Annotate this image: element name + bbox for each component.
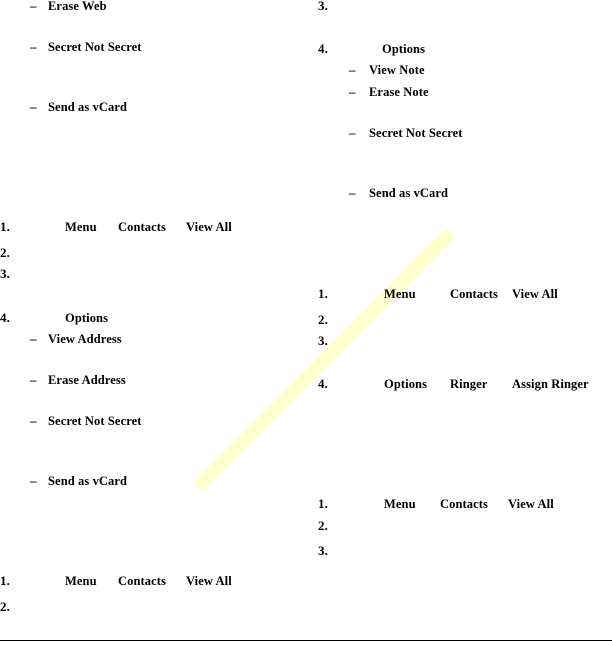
right-step-one-menu-token[interactable]: Options — [382, 42, 426, 56]
left-step-two-menu-token[interactable]: Contacts — [118, 574, 167, 588]
right-step-two-menu-token[interactable]: Menu — [384, 287, 416, 301]
right-step-two-menu-token[interactable]: Ringer — [450, 377, 488, 391]
dash-bullet-icon: – — [30, 473, 37, 488]
right-options-bullet-item-0[interactable]: View Note — [369, 63, 425, 77]
dash-bullet-icon: – — [30, 372, 37, 387]
right-step-two-number-1: 2. — [318, 312, 328, 327]
right-step-two-number-2: 3. — [318, 333, 328, 348]
footer-divider — [0, 640, 612, 641]
right-step-two-menu-token[interactable]: Contacts — [450, 287, 499, 301]
right-step-three-number-2: 3. — [318, 543, 328, 558]
dash-bullet-icon: – — [349, 62, 356, 77]
right-options-bullet-item-3[interactable]: Send as vCard — [369, 186, 449, 200]
left-options-bullet-item-0[interactable]: View Address — [48, 332, 122, 346]
left-step-one-menu-token[interactable]: View All — [186, 220, 232, 234]
left-step-one-number-2: 3. — [0, 266, 10, 281]
right-step-three-number-0: 1. — [318, 496, 328, 511]
right-step-three-row: 2. — [0, 519, 612, 535]
dash-bullet-icon: – — [30, 0, 37, 13]
left-step-one-menu-token[interactable]: Menu — [65, 220, 97, 234]
right-step-three-menu-token[interactable]: View All — [508, 497, 554, 511]
dash-bullet-icon: – — [30, 99, 37, 114]
right-step-three-number-1: 2. — [318, 518, 328, 533]
left-options-bullet-item-3[interactable]: Send as vCard — [48, 474, 128, 488]
left-step-one-row: 3. — [0, 267, 612, 283]
left-step-one-menu-token[interactable]: Contacts — [118, 220, 167, 234]
left-options-bullet-item-1[interactable]: Erase Address — [48, 373, 126, 387]
dash-bullet-icon: – — [30, 331, 37, 346]
right-step-one-number-0: 3. — [318, 0, 328, 13]
left-options-bullet-item-2[interactable]: Secret Not Secret — [48, 414, 142, 428]
dash-bullet-icon: – — [349, 185, 356, 200]
right-step-one-row: 3. — [0, 0, 612, 15]
right-step-two-row: 1. Menu Contacts View All — [0, 287, 612, 303]
dash-bullet-icon: – — [349, 125, 356, 140]
left-step-one-number-0: 1. — [0, 219, 10, 234]
right-step-two-number-0: 1. — [318, 286, 328, 301]
left-step-one-row: 2. — [0, 246, 612, 262]
right-step-two-menu-token[interactable]: Assign Ringer — [512, 377, 589, 391]
right-step-three-row: 1. Menu Contacts View All — [0, 497, 612, 513]
right-step-two-row: 3. — [0, 334, 612, 350]
right-options-bullet-item-2[interactable]: Secret Not Secret — [369, 126, 463, 140]
left-step-two-row: 2. — [0, 600, 612, 616]
left-step-one-number-1: 2. — [0, 245, 10, 260]
right-step-one-row: 4. Options — [0, 42, 612, 58]
right-step-two-menu-token[interactable]: View All — [512, 287, 558, 301]
left-step-two-menu-token[interactable]: View All — [186, 574, 232, 588]
right-step-three-menu-token[interactable]: Contacts — [440, 497, 489, 511]
dash-bullet-icon: – — [30, 39, 37, 54]
left-step-one-number-3: 4. — [0, 310, 10, 325]
right-step-two-menu-token[interactable]: Options — [384, 377, 428, 391]
right-step-two-row: 2. — [0, 313, 612, 329]
left-step-two-number-1: 2. — [0, 599, 10, 614]
left-step-one-row: 1. Menu Contacts View All — [0, 220, 612, 236]
right-step-three-row: 3. — [0, 544, 612, 560]
right-step-two-row: 4. Options Ringer Assign Ringer — [0, 377, 612, 393]
left-top-bullet-item-2[interactable]: Send as vCard — [48, 100, 128, 114]
right-step-one-number-1: 4. — [318, 41, 328, 56]
dash-bullet-icon: – — [30, 413, 37, 428]
left-step-two-menu-token[interactable]: Menu — [65, 574, 97, 588]
left-step-two-number-0: 1. — [0, 573, 10, 588]
right-options-bullet-item-1[interactable]: Erase Note — [369, 85, 429, 99]
left-step-one-menu-token[interactable]: Options — [65, 311, 109, 325]
dash-bullet-icon: – — [349, 84, 356, 99]
left-step-two-row: 1. Menu Contacts View All — [0, 574, 612, 590]
left-step-one-row: 4. Options — [0, 311, 612, 327]
right-step-two-number-3: 4. — [318, 376, 328, 391]
left-top-bullet-item-0[interactable]: Erase Web — [48, 0, 107, 13]
right-step-three-menu-token[interactable]: Menu — [384, 497, 416, 511]
left-top-bullet-item-1[interactable]: Secret Not Secret — [48, 40, 142, 54]
